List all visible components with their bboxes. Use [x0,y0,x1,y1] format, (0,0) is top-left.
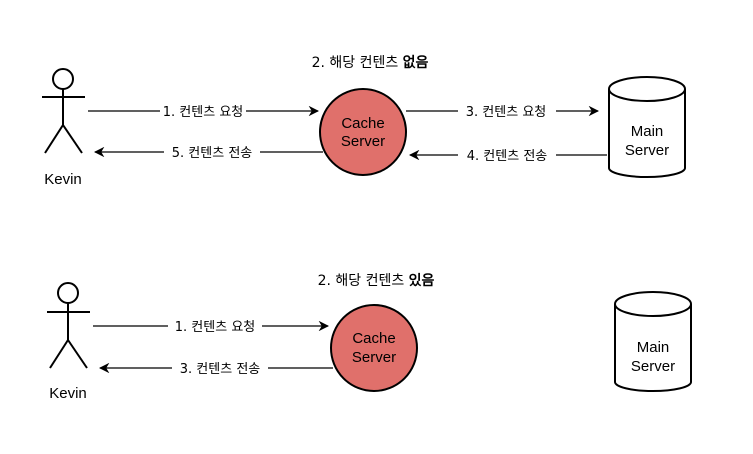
main-server-cylinder-icon [608,76,686,178]
cache-server-node [330,304,418,392]
main-server-cylinder-icon [614,291,692,392]
main-server-label: Server [631,358,675,375]
scenario-miss-title: 2. 해당 컨텐츠 없음 [312,55,429,71]
cache-server-label: Cache [352,330,395,347]
actor-icon [42,68,85,154]
cache-server-label: Server [341,133,385,150]
main-server-label: Main [637,339,670,356]
edge-label: 1. 컨텐츠 요청 [163,105,243,120]
scenario-cache-miss: 2. 해당 컨텐츠 없음 Kevin Cache Server Main Ser… [42,55,686,188]
edge-label: 1. 컨텐츠 요청 [175,320,255,335]
actor-icon [47,282,90,369]
scenario-cache-hit: 2. 해당 컨텐츠 있음 Kevin Cache Server Main Ser… [47,273,692,402]
cache-server-node [319,88,407,176]
actor-label: Kevin [44,171,82,188]
cache-server-label: Cache [341,115,384,132]
cache-server-label: Server [352,349,396,366]
edge-label: 3. 컨텐츠 전송 [180,362,261,377]
scenario-hit-title: 2. 해당 컨텐츠 있음 [318,273,435,289]
main-server-label: Server [625,142,669,159]
main-server-label: Main [631,123,664,140]
actor-label: Kevin [49,385,87,402]
edge-label: 5. 컨텐츠 전송 [172,146,253,161]
edge-label: 3. 컨텐츠 요청 [466,105,546,120]
edge-label: 4. 컨텐츠 전송 [467,149,548,164]
